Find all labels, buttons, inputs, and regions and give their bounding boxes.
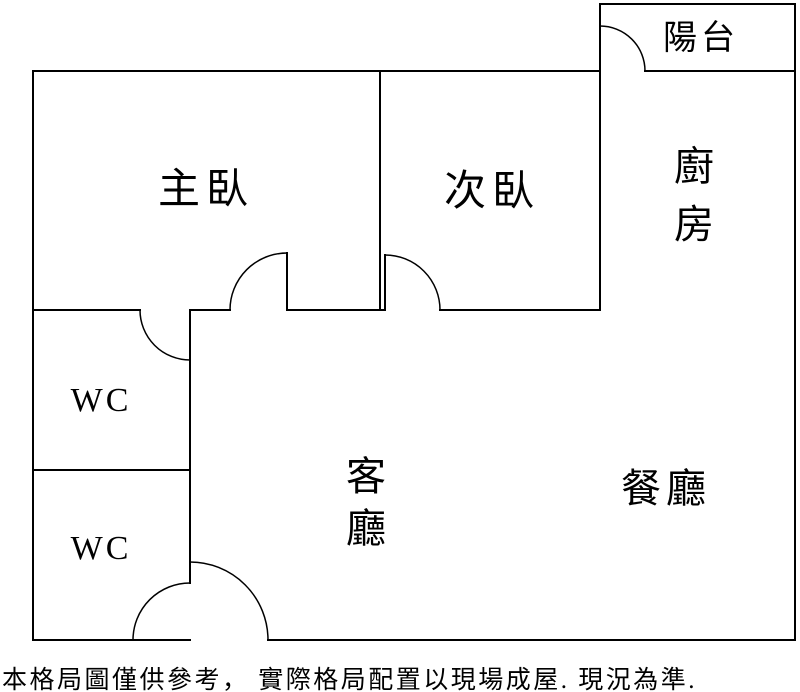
disclaimer-text: 本格局圖僅供參考， 實際格局配置以現場成屋. 現況為準. (2, 667, 698, 692)
room-label-dining-room: 餐廳 (621, 466, 711, 511)
balcony-door-arc (599, 25, 646, 72)
room-label-second-bedroom: 次臥 (443, 169, 541, 215)
room-label-master-bedroom: 主臥 (157, 167, 255, 213)
room-label-kitchen: 廚房 (668, 145, 713, 261)
wc-upper-door-arc (139, 309, 191, 361)
entrance-door-arc (189, 561, 269, 641)
room-label-wc-lower: WC (70, 530, 132, 567)
wall-lines (32, 3, 796, 641)
room-label-balcony: 陽台 (663, 20, 739, 57)
master-bedroom-door-arc (229, 252, 288, 311)
room-label-wc-upper: WC (70, 382, 132, 419)
room-label-living-room: 客廳 (340, 455, 385, 559)
door-arcs (132, 25, 646, 641)
wc-lower-door-arc (132, 582, 191, 641)
second-bedroom-door-arc (384, 254, 441, 311)
